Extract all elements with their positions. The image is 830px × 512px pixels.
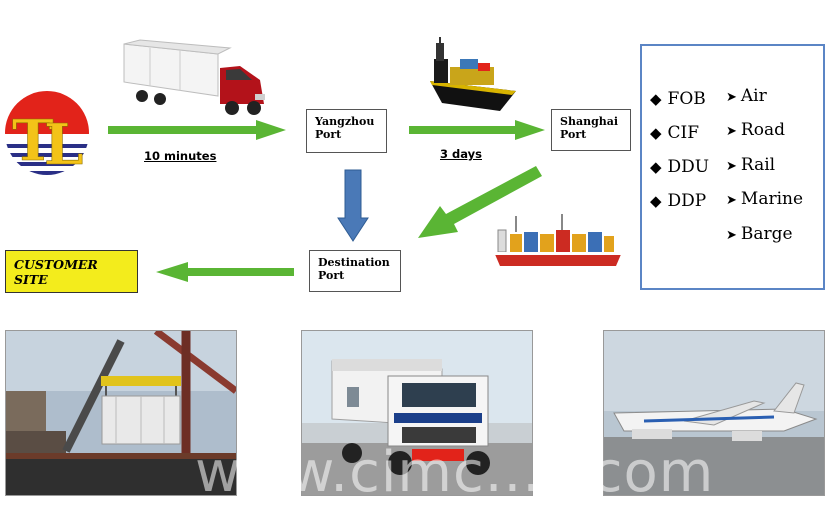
mode-label: Air	[740, 86, 767, 106]
mode-label: Rail	[740, 155, 776, 175]
watermark-text: www.cimc...c.com	[195, 440, 715, 505]
container-ship-illustration	[494, 214, 622, 266]
mode-item: ➤Road	[726, 120, 785, 142]
arrow-destination-to-customer	[156, 262, 294, 282]
node-customer-line1: CUSTOMER	[14, 257, 98, 272]
arrow-yangzhou-to-destination	[337, 169, 369, 242]
node-destination-line1: Destination	[318, 256, 390, 269]
diamond-bullet-icon: ◆	[650, 124, 662, 142]
arrow-factory-to-yangzhou	[108, 120, 286, 140]
mode-item: ➤Rail	[726, 155, 775, 177]
term-item: ◆ DDP	[650, 191, 706, 211]
node-destination-line2: Port	[318, 269, 345, 282]
term-label: DDU	[667, 157, 710, 177]
node-yangzhou-line1: Yangzhou	[315, 115, 375, 128]
mode-label: Road	[740, 120, 785, 140]
diamond-bullet-icon: ◆	[650, 90, 662, 108]
arrowhead-bullet-icon: ➤	[726, 228, 737, 243]
trade-terms-panel: ◆FOB ◆CIF ◆DDU ◆DDP ➤Air ➤Road ➤Rail ➤Ma…	[640, 44, 825, 290]
node-shanghai-port: Shanghai Port	[551, 109, 631, 151]
arrow-yangzhou-to-shanghai	[409, 120, 545, 140]
term-item: ◆ CIF	[650, 123, 699, 143]
mode-item: ➤Air	[726, 86, 767, 108]
term-label: FOB	[667, 89, 706, 109]
cargo-ship-illustration	[430, 37, 516, 111]
truck-illustration	[123, 39, 265, 115]
edge-label-yangzhou-shanghai: 3 days	[440, 147, 482, 161]
node-shanghai-line2: Port	[560, 128, 587, 141]
arrowhead-bullet-icon: ➤	[726, 159, 737, 174]
node-shanghai-line1: Shanghai	[560, 115, 619, 128]
mode-label: Marine	[740, 189, 804, 209]
term-item: ◆ FOB	[650, 89, 706, 109]
mode-item: ➤Barge	[726, 224, 793, 246]
node-destination-port: Destination Port	[309, 250, 401, 292]
arrowhead-bullet-icon: ➤	[726, 193, 737, 208]
mode-item: ➤Marine	[726, 189, 803, 211]
node-customer-site: CUSTOMER SITE	[5, 250, 138, 293]
mode-label: Barge	[740, 224, 793, 244]
photo-cargo-aircraft	[603, 330, 825, 496]
company-logo: T L	[5, 91, 89, 178]
term-label: CIF	[667, 123, 700, 143]
arrowhead-bullet-icon: ➤	[726, 90, 737, 105]
edge-label-factory-yangzhou: 10 minutes	[144, 149, 217, 163]
node-yangzhou-line2: Port	[315, 128, 342, 141]
node-yangzhou-port: Yangzhou Port	[306, 109, 387, 153]
term-item: ◆ DDU	[650, 157, 709, 177]
photo-truck-transport	[301, 330, 533, 496]
arrowhead-bullet-icon: ➤	[726, 124, 737, 139]
term-label: DDP	[667, 191, 707, 211]
node-customer-line2: SITE	[14, 272, 48, 287]
arrow-shanghai-to-destination	[418, 166, 542, 238]
diamond-bullet-icon: ◆	[650, 192, 662, 210]
diamond-bullet-icon: ◆	[650, 158, 662, 176]
svg-text:T: T	[12, 108, 54, 174]
photo-ship-loading	[5, 330, 237, 496]
svg-text:L: L	[44, 112, 83, 178]
